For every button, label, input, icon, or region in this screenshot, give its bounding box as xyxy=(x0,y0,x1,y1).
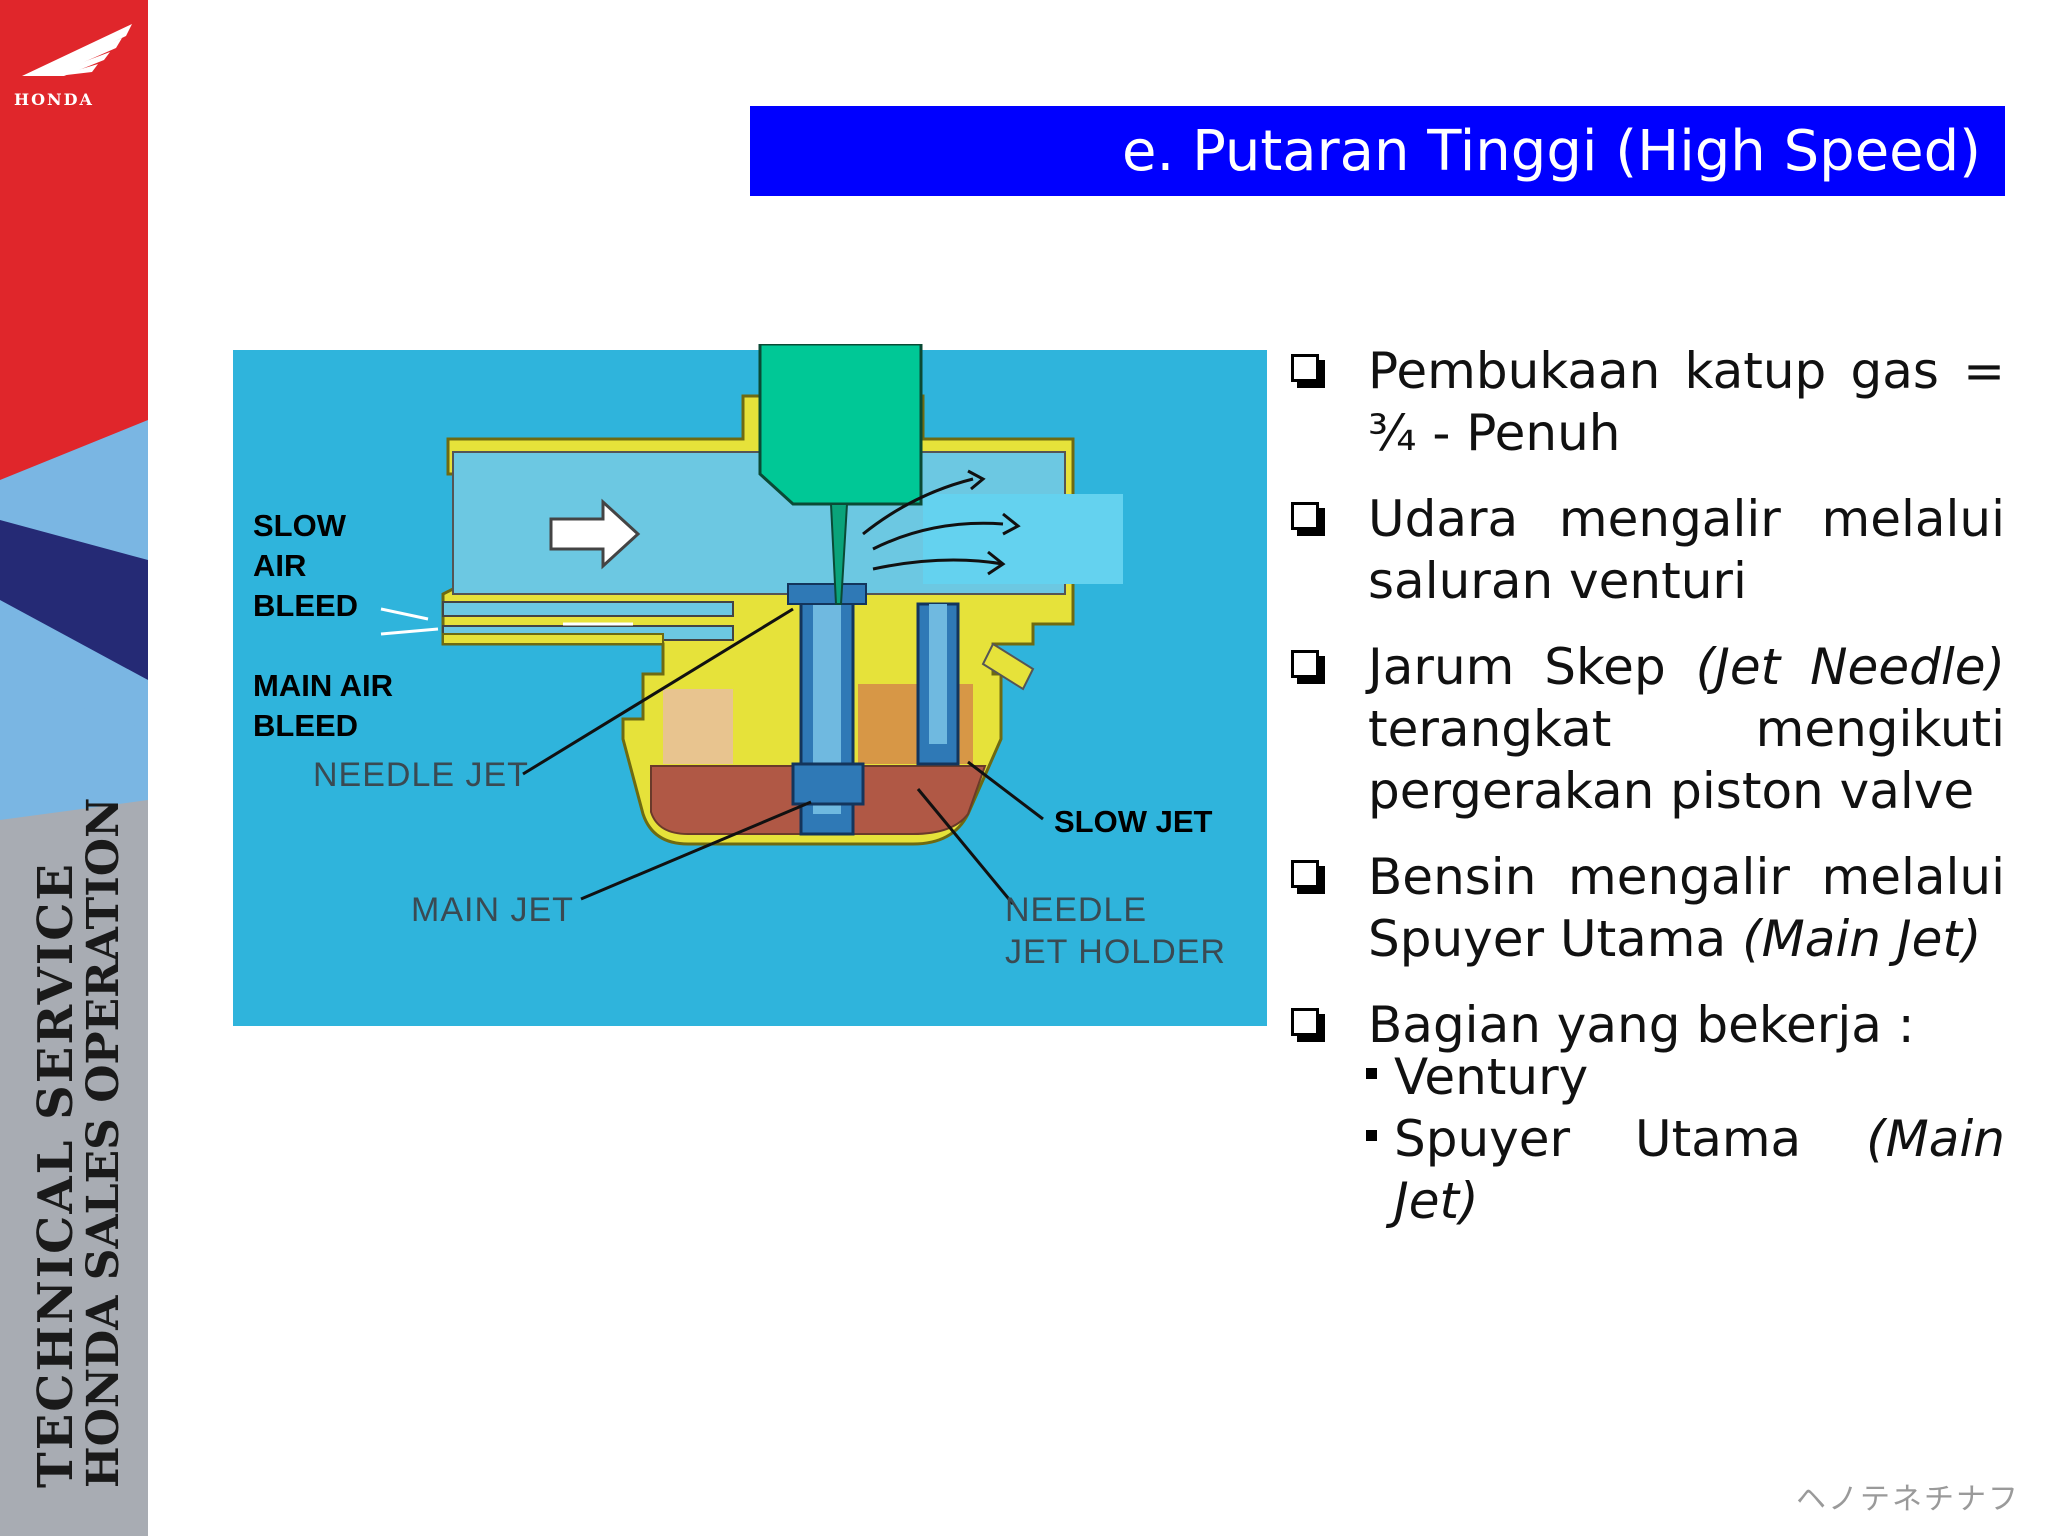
brand-sidebar: HONDA TECHNICAL SERVICE HONDA SALES OPER… xyxy=(0,0,148,1536)
label-main-jet: MAIN JET xyxy=(411,891,574,929)
bullet-item: Jarum Skep (Jet Needle) terangkat mengik… xyxy=(1285,636,2005,822)
label-needle-jet: NEEDLE JET xyxy=(313,756,529,794)
sub-bullet-item: Spuyer Utama (Main Jet) xyxy=(1360,1108,2005,1232)
square-bullet-icon xyxy=(1366,1068,1377,1079)
bullet-item: Udara mengalir melalui saluran venturi xyxy=(1285,488,2005,612)
bullet-text: Bagian yang bekerja : xyxy=(1368,996,1915,1054)
checkbox-bullet-icon xyxy=(1291,860,1319,888)
sub-bullet-text-italic: (Main Jet) xyxy=(1394,1110,2005,1230)
brand-tagline-technical-service: TECHNICAL SERVICE xyxy=(28,861,84,1488)
bullet-text: Jarum Skep xyxy=(1368,638,1696,696)
checkbox-bullet-icon xyxy=(1291,502,1319,530)
honda-wing-icon xyxy=(22,24,132,76)
carburetor-cutaway-illustration xyxy=(233,342,1267,1026)
bullet-item: Bensin mengalir melalui Spuyer Utama (Ma… xyxy=(1285,846,2005,970)
sub-bullet-text: Spuyer Utama xyxy=(1394,1110,1867,1168)
label-needle-jet-holder: NEEDLE JET HOLDER xyxy=(1005,891,1226,971)
bullet-text-italic: (Main Jet) xyxy=(1742,910,1982,968)
label-slow-jet: SLOW JET xyxy=(1054,804,1213,839)
sub-bullet-item: Ventury xyxy=(1360,1046,2005,1108)
bullet-text: Bensin mengalir melalui Spuyer Utama xyxy=(1368,848,2005,968)
label-main-air-bleed: MAIN AIR BLEED xyxy=(253,668,394,743)
label-slow-air-bleed: SLOW AIR BLEED xyxy=(253,508,359,623)
bullet-text: Pembukaan katup gas = ¾ - Penuh xyxy=(1368,342,2005,462)
bullet-item: Pembukaan katup gas = ¾ - Penuh xyxy=(1285,340,2005,464)
slide-title: e. Putaran Tinggi (High Speed) xyxy=(1122,118,1981,184)
brand-tagline-sales-operation: HONDA SALES OPERATION xyxy=(78,797,129,1488)
watermark: ヘノテネチナフ xyxy=(1796,1482,2020,1517)
bullet-item: Bagian yang bekerja : xyxy=(1285,994,2005,1056)
sub-bullet-text: Ventury xyxy=(1394,1048,1589,1106)
bullet-text-italic: (Jet Needle) xyxy=(1695,638,2005,696)
bullet-text: Udara mengalir melalui saluran venturi xyxy=(1368,490,2005,610)
bullet-list: Pembukaan katup gas = ¾ - Penuh Udara me… xyxy=(1285,340,2005,1232)
carburetor-diagram: SLOW AIR BLEED MAIN AIR BLEED NEEDLE JET… xyxy=(233,342,1267,1026)
honda-logo-text: HONDA xyxy=(14,90,94,109)
square-bullet-icon xyxy=(1366,1130,1377,1141)
checkbox-bullet-icon xyxy=(1291,1008,1319,1036)
slide-title-bar: e. Putaran Tinggi (High Speed) xyxy=(750,106,2005,196)
bullet-text-tail: terangkat mengikuti pergerakan piston va… xyxy=(1368,700,2005,820)
checkbox-bullet-icon xyxy=(1291,650,1319,678)
checkbox-bullet-icon xyxy=(1291,354,1319,382)
sub-bullet-list: Ventury Spuyer Utama (Main Jet) xyxy=(1360,1046,2005,1232)
